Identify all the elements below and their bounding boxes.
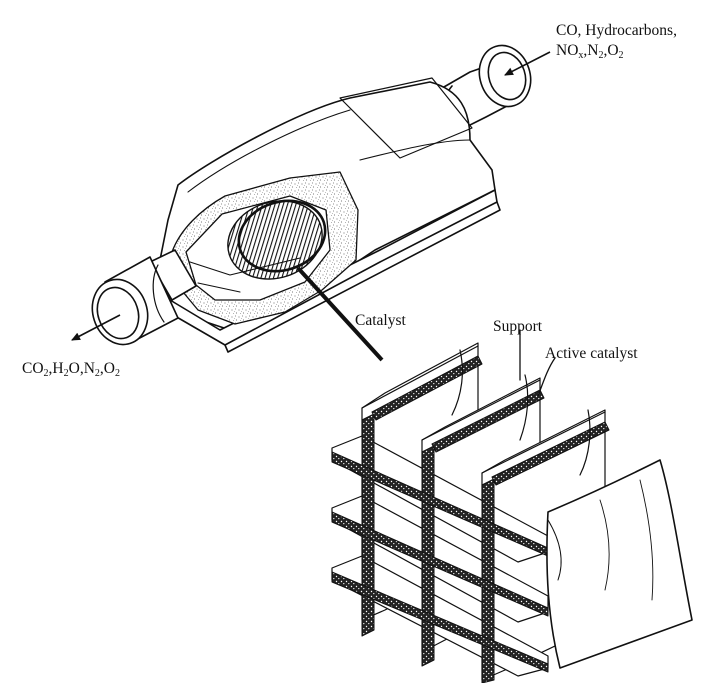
formula-subscript: 2 [114, 368, 120, 379]
formula-text: ,N [583, 42, 599, 59]
formula-text: NO [556, 42, 579, 59]
catalyst-label: Catalyst [355, 312, 406, 329]
inlet-gases-label-line2: NOx,N2,O2 [556, 42, 624, 65]
catalytic-converter [91, 44, 532, 353]
formula-subscript: 2 [43, 368, 49, 379]
outlet-flow-arrow [71, 314, 121, 341]
support-label: Support [493, 318, 543, 335]
inlet-flow-arrow [504, 51, 551, 76]
outlet-gases-label: CO2,H2O,N2,O2 [22, 360, 120, 383]
formula-subscript: 2 [598, 50, 604, 61]
catalyst-leader-line [296, 266, 384, 362]
formula-subscript: x [578, 50, 584, 61]
formula-subscript: 2 [618, 50, 624, 61]
active-catalyst-label: Active catalyst [545, 345, 638, 362]
formula-text: ,H [48, 360, 64, 377]
formula-subscript: 2 [94, 368, 100, 379]
formula-text: CO [22, 360, 44, 377]
formula-subscript: 2 [63, 368, 69, 379]
formula-text: ,O [99, 360, 115, 377]
formula-text: ,O [603, 42, 619, 59]
formula-text: O,N [68, 360, 95, 377]
monolith-detail [331, 329, 693, 683]
inlet-gases-label-line1: CO, Hydrocarbons, [556, 22, 677, 39]
